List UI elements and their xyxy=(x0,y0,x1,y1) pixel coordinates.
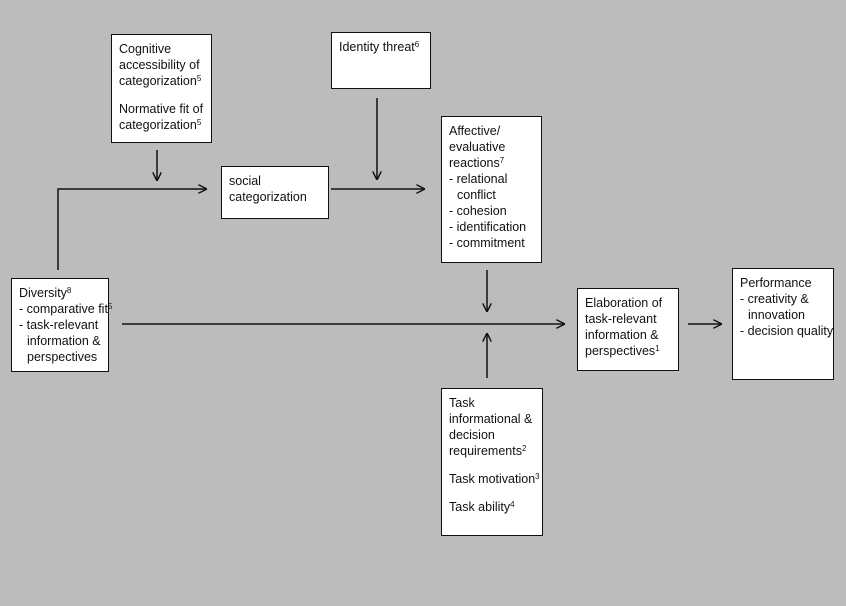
elaboration-line-2: task-relevant xyxy=(585,312,657,326)
task-line-2: informational & xyxy=(449,412,533,426)
task-line-3: decision xyxy=(449,428,495,442)
performance-item: innovation xyxy=(748,308,805,322)
social-categorization-box: social categorization xyxy=(221,166,329,219)
diversity-box: Diversity8 - comparative fit5 - task-rel… xyxy=(11,278,113,372)
affective-line-3: reactions7 xyxy=(449,156,505,170)
affective-item: - identification xyxy=(449,220,527,234)
diversity-to-social-arrow xyxy=(57,189,207,270)
task-line-4: requirements2 xyxy=(449,444,527,458)
diversity-title: Diversity8 xyxy=(19,286,72,300)
performance-item: - creativity & xyxy=(740,292,809,306)
affective-item: - relational xyxy=(449,172,508,186)
elaboration-box: Elaboration of task-relevant information… xyxy=(577,288,679,371)
task-ability: Task ability4 xyxy=(449,500,515,514)
cognitive-line-1: Cognitive xyxy=(119,42,172,56)
affective-item: - cohesion xyxy=(449,204,507,218)
affective-line-2: evaluative xyxy=(449,140,506,154)
diversity-item: - task-relevant xyxy=(19,318,99,332)
identity-threat-box: Identity threat6 xyxy=(331,32,431,89)
diversity-item: - comparative fit5 xyxy=(19,302,113,316)
performance-box: Performance - creativity & innovation - … xyxy=(732,268,834,380)
identity-threat-label: Identity threat6 xyxy=(339,40,420,54)
cognitive-line-2: accessibility of xyxy=(119,58,200,72)
affective-line-1: Affective/ xyxy=(449,124,501,138)
diversity-item: perspectives xyxy=(27,350,98,364)
affective-reactions-box: Affective/ evaluative reactions7 - relat… xyxy=(441,116,542,263)
task-motivation: Task motivation3 xyxy=(449,472,540,486)
affective-item: - commitment xyxy=(449,236,525,250)
diversity-item: information & xyxy=(27,334,101,348)
elaboration-line-4: perspectives1 xyxy=(585,344,660,358)
performance-title: Performance xyxy=(740,276,812,290)
normative-line-1: Normative fit of xyxy=(119,102,204,116)
cognitive-accessibility-box: Cognitive accessibility of categorizatio… xyxy=(111,34,212,143)
cognitive-line-3: categorization5 xyxy=(119,74,202,88)
normative-line-2: categorization5 xyxy=(119,118,202,132)
performance-item: - decision quality xyxy=(740,324,834,338)
elaboration-line-1: Elaboration of xyxy=(585,296,663,310)
social-line-1: social xyxy=(229,174,261,188)
social-line-2: categorization xyxy=(229,190,307,204)
task-requirements-box: Task informational & decision requiremen… xyxy=(441,388,543,536)
affective-item: conflict xyxy=(457,188,496,202)
elaboration-line-3: information & xyxy=(585,328,659,342)
task-line-1: Task xyxy=(449,396,475,410)
